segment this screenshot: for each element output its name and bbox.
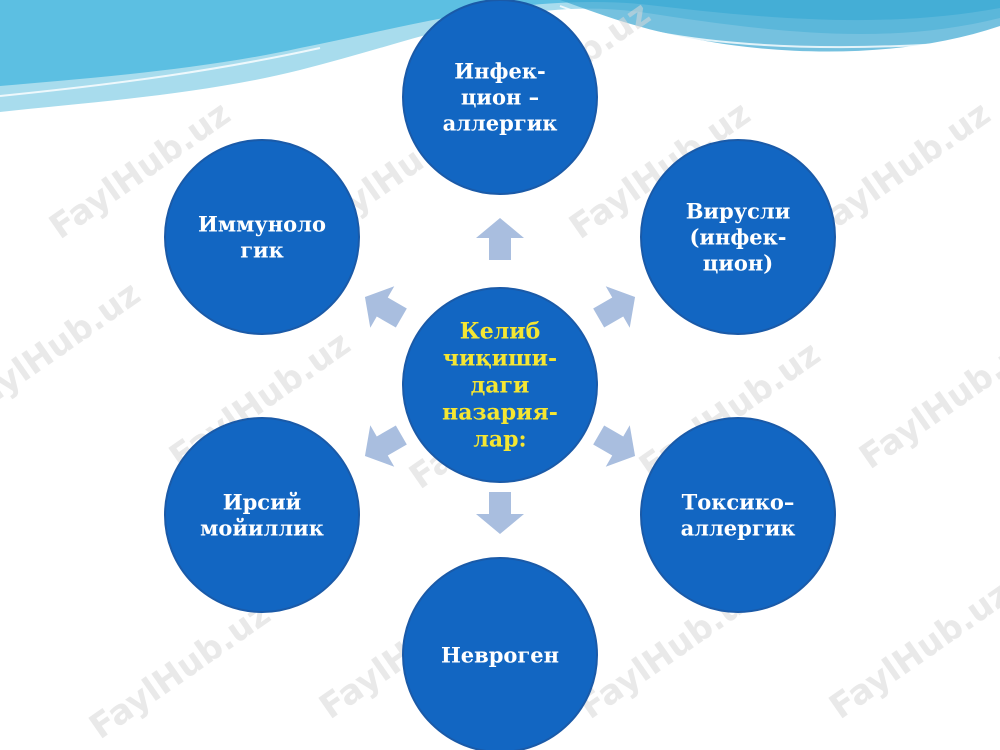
node-upper-right-label-line: цион)	[703, 250, 773, 275]
node-upper-right-circle	[640, 139, 836, 335]
center-node-label-line: назария-	[442, 400, 558, 426]
arrow-lower-right	[593, 425, 636, 467]
center-node-circle	[402, 287, 598, 483]
arrow-top	[476, 218, 524, 260]
watermark-text: FaylHub.uz	[82, 594, 278, 748]
node-lower-left-label-line: мойиллик	[200, 515, 324, 540]
center-node-label-line: даги	[471, 373, 530, 399]
node-lower-left-circle	[164, 417, 360, 613]
header-wave-decoration	[0, 0, 1000, 112]
node-top-label-line: аллергик	[443, 110, 558, 135]
node-top-circle	[402, 0, 598, 195]
node-lower-right-label-line: Токсико–	[682, 489, 795, 514]
node-lower-right-circle	[640, 417, 836, 613]
node-layer: Инфек-цион –аллергикВирусли(инфек-цион)Т…	[164, 0, 836, 750]
node-upper-left-circle	[164, 139, 360, 335]
node-top-label-line: цион –	[461, 84, 539, 109]
node-lower-right: Токсико–аллергик	[640, 417, 836, 613]
arrow-bottom	[476, 492, 524, 534]
arrow-lower-left	[364, 425, 407, 467]
watermark-text: FaylHub.uz	[852, 324, 1000, 478]
node-lower-left-label-line: Ирсий	[223, 489, 301, 514]
watermark-text: FaylHub.uz	[822, 574, 1000, 728]
node-upper-right-label-line: (инфек-	[689, 224, 786, 249]
watermark-text: FaylHub.uz	[0, 274, 148, 428]
node-lower-right-label-line: аллергик	[681, 515, 796, 540]
node-upper-left-label-line: гик	[240, 237, 284, 262]
arrow-layer	[364, 218, 636, 534]
center-node-label-line: Келиб	[460, 319, 541, 345]
node-bottom-label-line: Неврогeн	[441, 642, 559, 667]
node-upper-left-label-line: Иммуноло	[198, 211, 326, 236]
node-bottom-circle	[402, 557, 598, 750]
node-upper-right-label-line: Вирусли	[686, 198, 791, 223]
node-top: Инфек-цион –аллергик	[402, 0, 598, 195]
arrow-upper-right	[593, 286, 636, 328]
center-node-label-line: чиқиши-	[443, 346, 557, 372]
node-top-label-line: Инфек-	[454, 58, 545, 83]
arrow-upper-left	[364, 286, 407, 328]
node-upper-right: Вирусли(инфек-цион)	[640, 139, 836, 335]
node-bottom: Неврогeн	[402, 557, 598, 750]
center-node-label-line: лар:	[473, 427, 526, 453]
